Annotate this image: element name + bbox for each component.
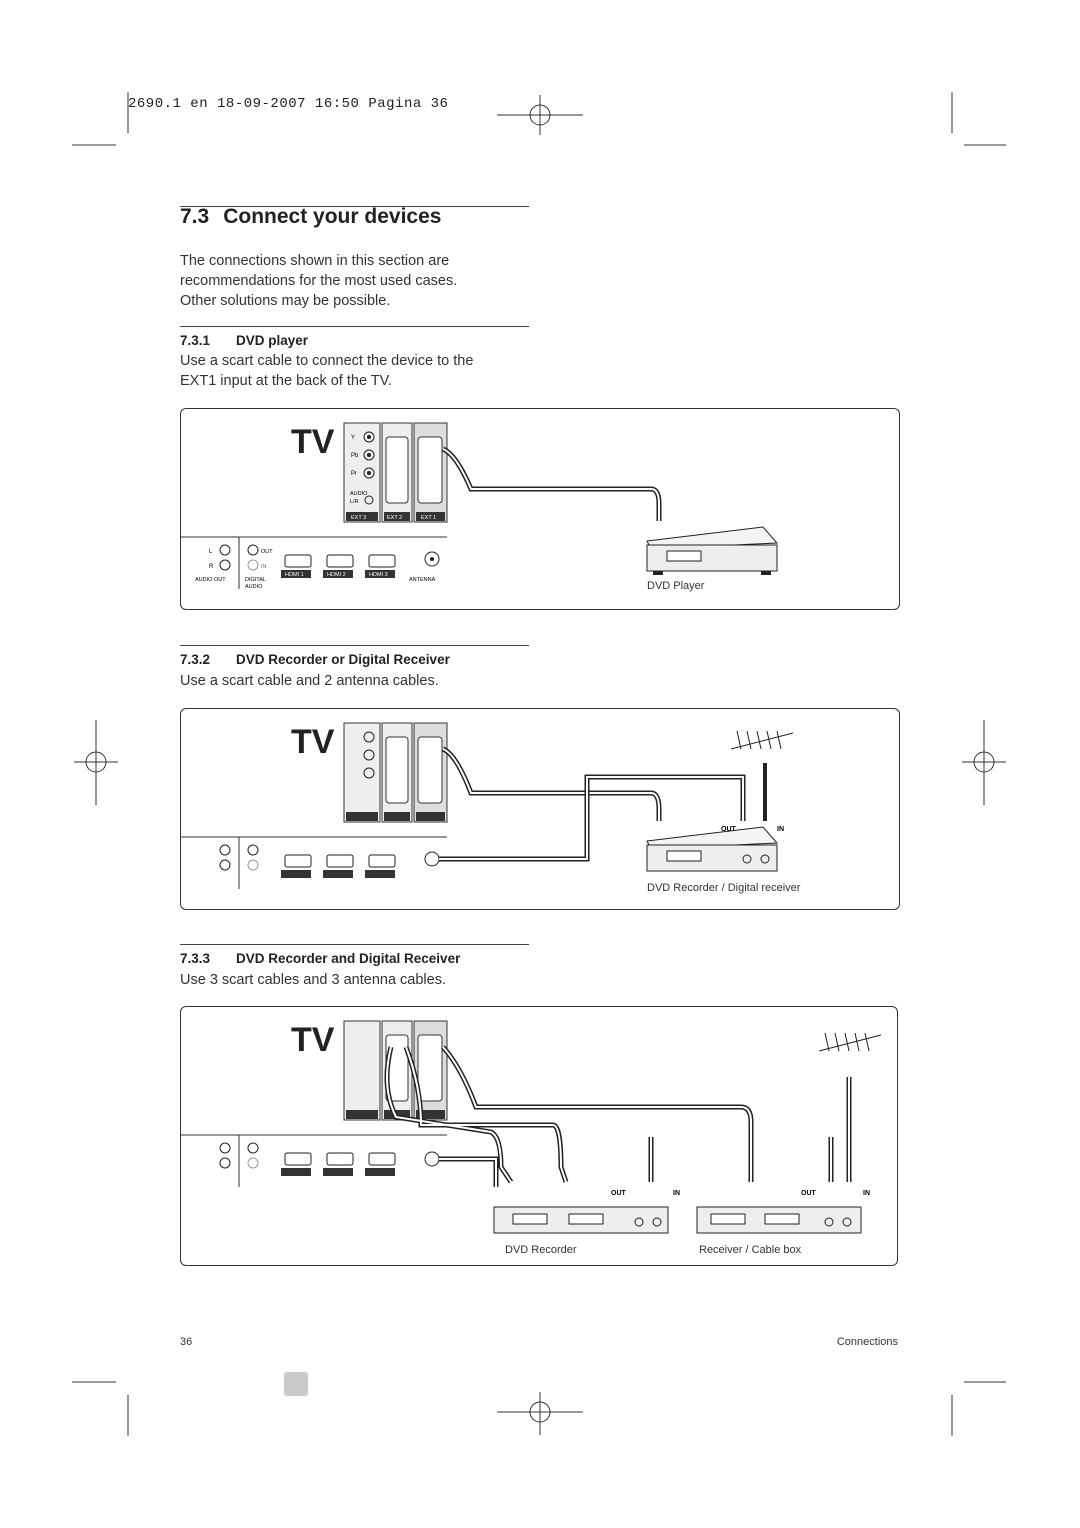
- text-line: Use a scart cable to connect the device …: [180, 353, 474, 369]
- subsection-title: DVD player: [236, 333, 309, 348]
- print-header: 2690.1 en 18-09-2007 16:50 Pagina 36: [128, 96, 449, 112]
- section-heading: 7.3 Connect your devices: [180, 205, 441, 229]
- svg-text:ANTENNA: ANTENNA: [409, 577, 436, 583]
- section-intro: The connections shown in this section ar…: [180, 251, 457, 311]
- tv-connector-panel: TV Y Pb Pr AUDIO L/R EXT 3 EXT 2 EXT 1 L…: [181, 422, 448, 590]
- subsection-title: DVD Recorder and Digital Receiver: [236, 951, 461, 966]
- svg-text:TV: TV: [291, 723, 335, 761]
- svg-text:Pb: Pb: [351, 453, 359, 459]
- subsection-text: Use a scart cable and 2 antenna cables.: [180, 671, 439, 691]
- svg-text:EXT 2: EXT 2: [387, 515, 402, 521]
- diagram-svg: TV Y Pb Pr AUDIO L/R EXT 3 EXT 2 EXT 1 L…: [181, 422, 779, 592]
- intro-line: Other solutions may be possible.: [180, 293, 391, 309]
- text-line: EXT1 input at the back of the TV.: [180, 373, 392, 389]
- svg-text:Pr: Pr: [351, 471, 357, 477]
- subsection-rule: [180, 326, 529, 327]
- svg-text:L/R: L/R: [350, 499, 359, 505]
- text-line: Use 3 scart cables and 3 antenna cables.: [180, 972, 446, 988]
- subsection-number: 7.3.3: [180, 951, 211, 966]
- svg-text:OUT: OUT: [261, 549, 273, 555]
- svg-text:R: R: [209, 564, 214, 570]
- svg-text:AUDIO OUT: AUDIO OUT: [195, 577, 226, 583]
- svg-text:HDMI 3: HDMI 3: [369, 572, 388, 578]
- text-line: Use a scart cable and 2 antenna cables.: [180, 673, 439, 689]
- svg-text:AUDIO: AUDIO: [350, 491, 368, 497]
- tv-connector-panel: TV: [181, 1020, 448, 1187]
- tv-connector-panel: TV: [181, 722, 448, 889]
- section-title: Connect your devices: [223, 205, 442, 228]
- svg-text:DIGITAL: DIGITAL: [245, 577, 266, 583]
- subsection-title: DVD Recorder or Digital Receiver: [236, 652, 450, 667]
- subsection-heading: 7.3.1 DVD player: [180, 333, 308, 348]
- dvd-recorder-device: OUT IN DVD Recorder: [493, 1190, 680, 1256]
- svg-text:OUT: OUT: [801, 1190, 817, 1197]
- page-number: 36: [180, 1336, 193, 1348]
- receiver-device: OUT IN Receiver / Cable box: [696, 1190, 870, 1256]
- svg-text:HDMI 1: HDMI 1: [285, 572, 304, 578]
- subsection-number: 7.3.2: [180, 652, 211, 667]
- subsection-heading: 7.3.3 DVD Recorder and Digital Receiver: [180, 951, 460, 966]
- dvd-recorder-label: DVD Recorder: [505, 1244, 577, 1256]
- svg-text:OUT: OUT: [611, 1190, 627, 1197]
- subsection-number: 7.3.1: [180, 333, 211, 348]
- svg-text:EXT 3: EXT 3: [351, 515, 366, 521]
- svg-text:L: L: [209, 549, 213, 555]
- diagram-dvd-recorder-and-receiver: TV: [180, 1006, 898, 1266]
- diagram-dvd-recorder-or-receiver: TV: [180, 708, 900, 910]
- subsection-text: Use a scart cable to connect the device …: [180, 351, 473, 391]
- svg-text:IN: IN: [261, 564, 267, 570]
- diagram-dvd-player: TV Y Pb Pr AUDIO L/R EXT 3 EXT 2 EXT 1 L…: [180, 408, 900, 610]
- subsection-text: Use 3 scart cables and 3 antenna cables.: [180, 970, 446, 990]
- svg-text:IN: IN: [673, 1190, 680, 1197]
- svg-text:AUDIO: AUDIO: [245, 584, 263, 590]
- receiver-cable-box-label: Receiver / Cable box: [699, 1244, 802, 1256]
- section-rule: [180, 206, 529, 207]
- subsection-rule: [180, 944, 529, 945]
- tv-label: TV: [291, 423, 335, 461]
- dvd-recorder-receiver-label: DVD Recorder / Digital receiver: [647, 882, 801, 894]
- svg-text:IN: IN: [863, 1190, 870, 1197]
- svg-text:Y: Y: [351, 435, 355, 441]
- diagram-svg: TV: [181, 1020, 882, 1256]
- subsection-rule: [180, 645, 529, 646]
- dvd-recorder-device: OUT IN DVD Recorder / Digital receiver: [646, 826, 801, 894]
- antenna-icon: [818, 1032, 882, 1052]
- svg-text:OUT: OUT: [721, 826, 737, 833]
- intro-line: recommendations for the most used cases.: [180, 273, 458, 289]
- intro-line: The connections shown in this section ar…: [180, 253, 450, 269]
- svg-text:EXT 1: EXT 1: [421, 515, 436, 521]
- chapter-name: Connections: [836, 1336, 898, 1348]
- section-number: 7.3: [180, 205, 210, 228]
- svg-text:IN: IN: [777, 826, 784, 833]
- subsection-heading: 7.3.2 DVD Recorder or Digital Receiver: [180, 652, 450, 667]
- dvd-player-label: DVD Player: [647, 580, 705, 592]
- dvd-player-device: DVD Player: [646, 526, 779, 592]
- diagram-svg: TV: [181, 722, 801, 894]
- svg-text:TV: TV: [291, 1021, 335, 1059]
- svg-text:HDMI 2: HDMI 2: [327, 572, 346, 578]
- antenna-icon: [730, 730, 794, 750]
